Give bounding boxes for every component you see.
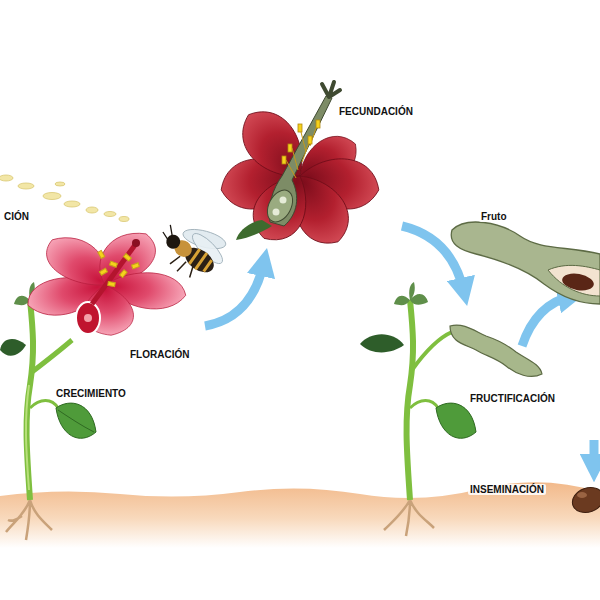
stage-label: Fruto [479,211,509,222]
flower-branch [32,340,72,372]
stigma [322,82,340,97]
ovule [84,314,92,322]
seed [569,483,600,516]
ovary [76,302,100,334]
stage-label-holder: INSEMINACIÓN [468,479,546,497]
pollen-grain [0,175,13,181]
pollen-grain [18,183,34,189]
seed [561,271,595,292]
bee-head [164,232,183,251]
pollen-grain [104,212,116,217]
leaf [360,334,404,352]
leaf-stalk [410,401,438,409]
anther [282,156,286,164]
sepal [236,220,272,240]
stage-label: CIÓN [2,211,31,222]
fruit-pod [451,222,600,304]
leaf [56,403,96,438]
anther [298,124,302,132]
pollen-grain [119,217,129,222]
leaf [0,339,26,356]
stage-label-holder: FRUCTIFICACIÓN [468,388,557,406]
fruiting-plant [360,282,542,536]
pollen-grain [55,182,65,186]
root [384,500,434,536]
stage-label-holder: CIÓN [2,206,31,224]
anther [131,263,139,269]
bee [149,205,237,290]
anther [99,268,107,275]
leaf-stalk [30,401,58,409]
stage-label-holder: FECUNDACIÓN [337,101,415,119]
cycle-arrow [522,296,572,346]
bee-antenna [161,224,177,241]
stage-label: INSEMINACIÓN [468,484,546,495]
stage-label-holder: Fruto [479,206,509,224]
anther [123,254,131,262]
ovule [273,209,280,216]
ovule [280,197,287,204]
pink-flower-center [76,239,140,334]
ground [0,482,600,548]
petal [33,228,124,296]
stigma [132,239,140,247]
cycle-arrow [205,262,264,326]
pink-flower [19,225,190,337]
root [6,500,52,540]
anther [120,270,128,278]
stem-highlight [26,385,29,490]
anther [288,144,292,152]
stage-label-holder: CRECIMIENTO [54,383,128,401]
anther [108,282,116,287]
anther [109,261,117,267]
anther [308,136,312,144]
style [92,245,135,304]
pod-branch [412,332,452,370]
cycle-arrow [590,440,599,468]
anther [98,250,105,258]
young-pod [450,325,542,376]
leaf [436,403,476,438]
pod-opening [548,265,600,296]
pod-shell [451,222,600,304]
pollen [0,175,129,222]
pollen-grain [43,193,61,200]
anther [316,120,320,128]
stage-label: FRUCTIFICACIÓN [468,393,557,404]
stage-label: CRECIMIENTO [54,388,128,399]
stamens [98,250,140,286]
leaf-bud [394,282,428,305]
pollen-grain [64,201,80,207]
stage-label-holder: FLORACIÓN [128,344,191,362]
ovary [262,186,297,226]
pollen-grain [86,207,98,213]
stamens [282,120,320,178]
stage-label: FECUNDACIÓN [337,106,415,117]
stem [27,300,34,500]
stage-label: FLORACIÓN [128,349,191,360]
filament [286,122,318,178]
leaf-vein [58,410,94,432]
stem [407,300,414,500]
seed-highlight [577,492,587,498]
bee-stripes [189,248,214,274]
red-flower [217,99,383,254]
